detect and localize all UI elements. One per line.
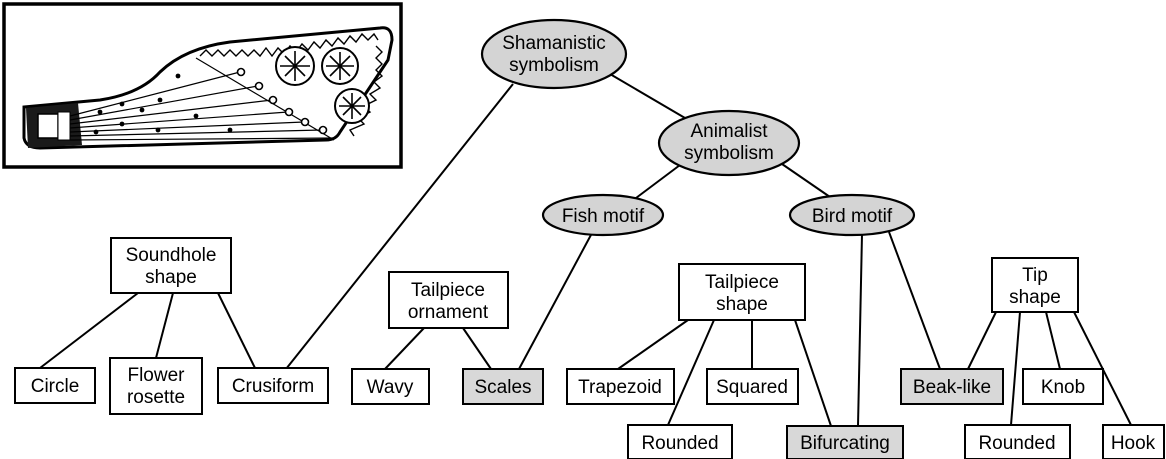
leaf-label: Squared	[716, 377, 788, 398]
leaf-label: Beak-like	[913, 377, 991, 398]
edge-tornament-wavy	[385, 328, 424, 369]
edge-animalist-fish	[636, 165, 680, 198]
leaf-label: Hook	[1111, 433, 1156, 454]
leaf-box-squared: Squared	[707, 369, 798, 404]
node-label-line1: Shamanistic	[502, 33, 606, 54]
ellipse-node-animalist: Animalist symbolism	[659, 111, 799, 175]
box-label-line2: shape	[1009, 287, 1061, 308]
leaf-box-beak-like: Beak-like	[901, 369, 1003, 404]
zither-illustration	[4, 4, 401, 167]
edge-tip-rounded	[1011, 312, 1020, 425]
leaf-box-bifurcating: Bifurcating	[787, 426, 903, 459]
leaf-label: Knob	[1041, 377, 1085, 398]
category-box-tip-shape: Tip shape	[992, 258, 1078, 312]
ellipse-node-shamanistic: Shamanistic symbolism	[482, 20, 626, 88]
leaf-box-crusiform: Crusiform	[218, 368, 328, 403]
leaf-box-rounded-tip: Rounded	[965, 425, 1070, 459]
leaf-box-hook: Hook	[1103, 425, 1164, 459]
box-label-line1: Tailpiece	[705, 272, 779, 293]
leaf-label: Crusiform	[232, 376, 314, 397]
node-label-line2: symbolism	[684, 143, 774, 164]
leaf-label-line1: Flower	[127, 365, 185, 386]
edge-soundhole-flower	[156, 293, 173, 358]
edge-tip-beaklike	[968, 312, 996, 369]
leaf-label-line2: rosette	[127, 387, 185, 408]
edge-soundhole-circle	[40, 293, 138, 368]
edge-fish-scales	[519, 233, 592, 369]
leaf-label: Bifurcating	[800, 433, 890, 454]
edge-tshape-bifurcating	[795, 320, 831, 426]
box-label-line1: Tailpiece	[411, 280, 485, 301]
edge-bird-beaklike	[889, 232, 940, 369]
edge-tip-knob	[1046, 312, 1060, 369]
category-box-soundhole: Soundhole shape	[111, 238, 231, 293]
box-label-line1: Soundhole	[126, 245, 217, 266]
leaf-box-flower-rosette: Flower rosette	[110, 358, 202, 414]
edge-tshape-trapezoid	[618, 320, 688, 369]
edge-soundhole-crusiform	[218, 293, 255, 368]
node-label: Bird motif	[812, 206, 893, 227]
node-label-line2: symbolism	[509, 55, 599, 76]
leaf-label: Rounded	[641, 433, 718, 454]
leaf-label: Wavy	[367, 377, 414, 398]
ellipse-node-bird-motif: Bird motif	[790, 195, 914, 235]
leaf-label: Scales	[474, 377, 531, 398]
box-label-line1: Tip	[1022, 265, 1048, 286]
leaf-box-trapezoid: Trapezoid	[567, 369, 674, 404]
leaf-label: Trapezoid	[578, 377, 662, 398]
box-label-line2: shape	[145, 267, 197, 288]
leaf-box-scales: Scales	[463, 369, 543, 404]
edge-bird-bifurcating	[858, 234, 862, 426]
edge-tornament-scales	[463, 328, 491, 369]
edge-animalist-bird	[782, 164, 830, 197]
box-label-line2: shape	[716, 294, 768, 315]
category-box-tailpiece-shape: Tailpiece shape	[679, 264, 805, 320]
leaf-box-knob: Knob	[1023, 369, 1103, 404]
edge-shamanistic-animalist	[610, 74, 685, 118]
leaf-box-wavy: Wavy	[352, 369, 429, 404]
leaf-box-circle: Circle	[15, 368, 95, 403]
ellipse-node-fish-motif: Fish motif	[543, 195, 663, 235]
category-box-tailpiece-ornament: Tailpiece ornament	[389, 272, 508, 328]
box-label-line2: ornament	[408, 302, 489, 323]
leaf-label: Rounded	[978, 433, 1055, 454]
leaf-label: Circle	[31, 376, 80, 397]
node-label: Fish motif	[562, 206, 645, 227]
leaf-box-rounded-tailpiece: Rounded	[628, 425, 732, 459]
node-label-line1: Animalist	[690, 121, 768, 142]
